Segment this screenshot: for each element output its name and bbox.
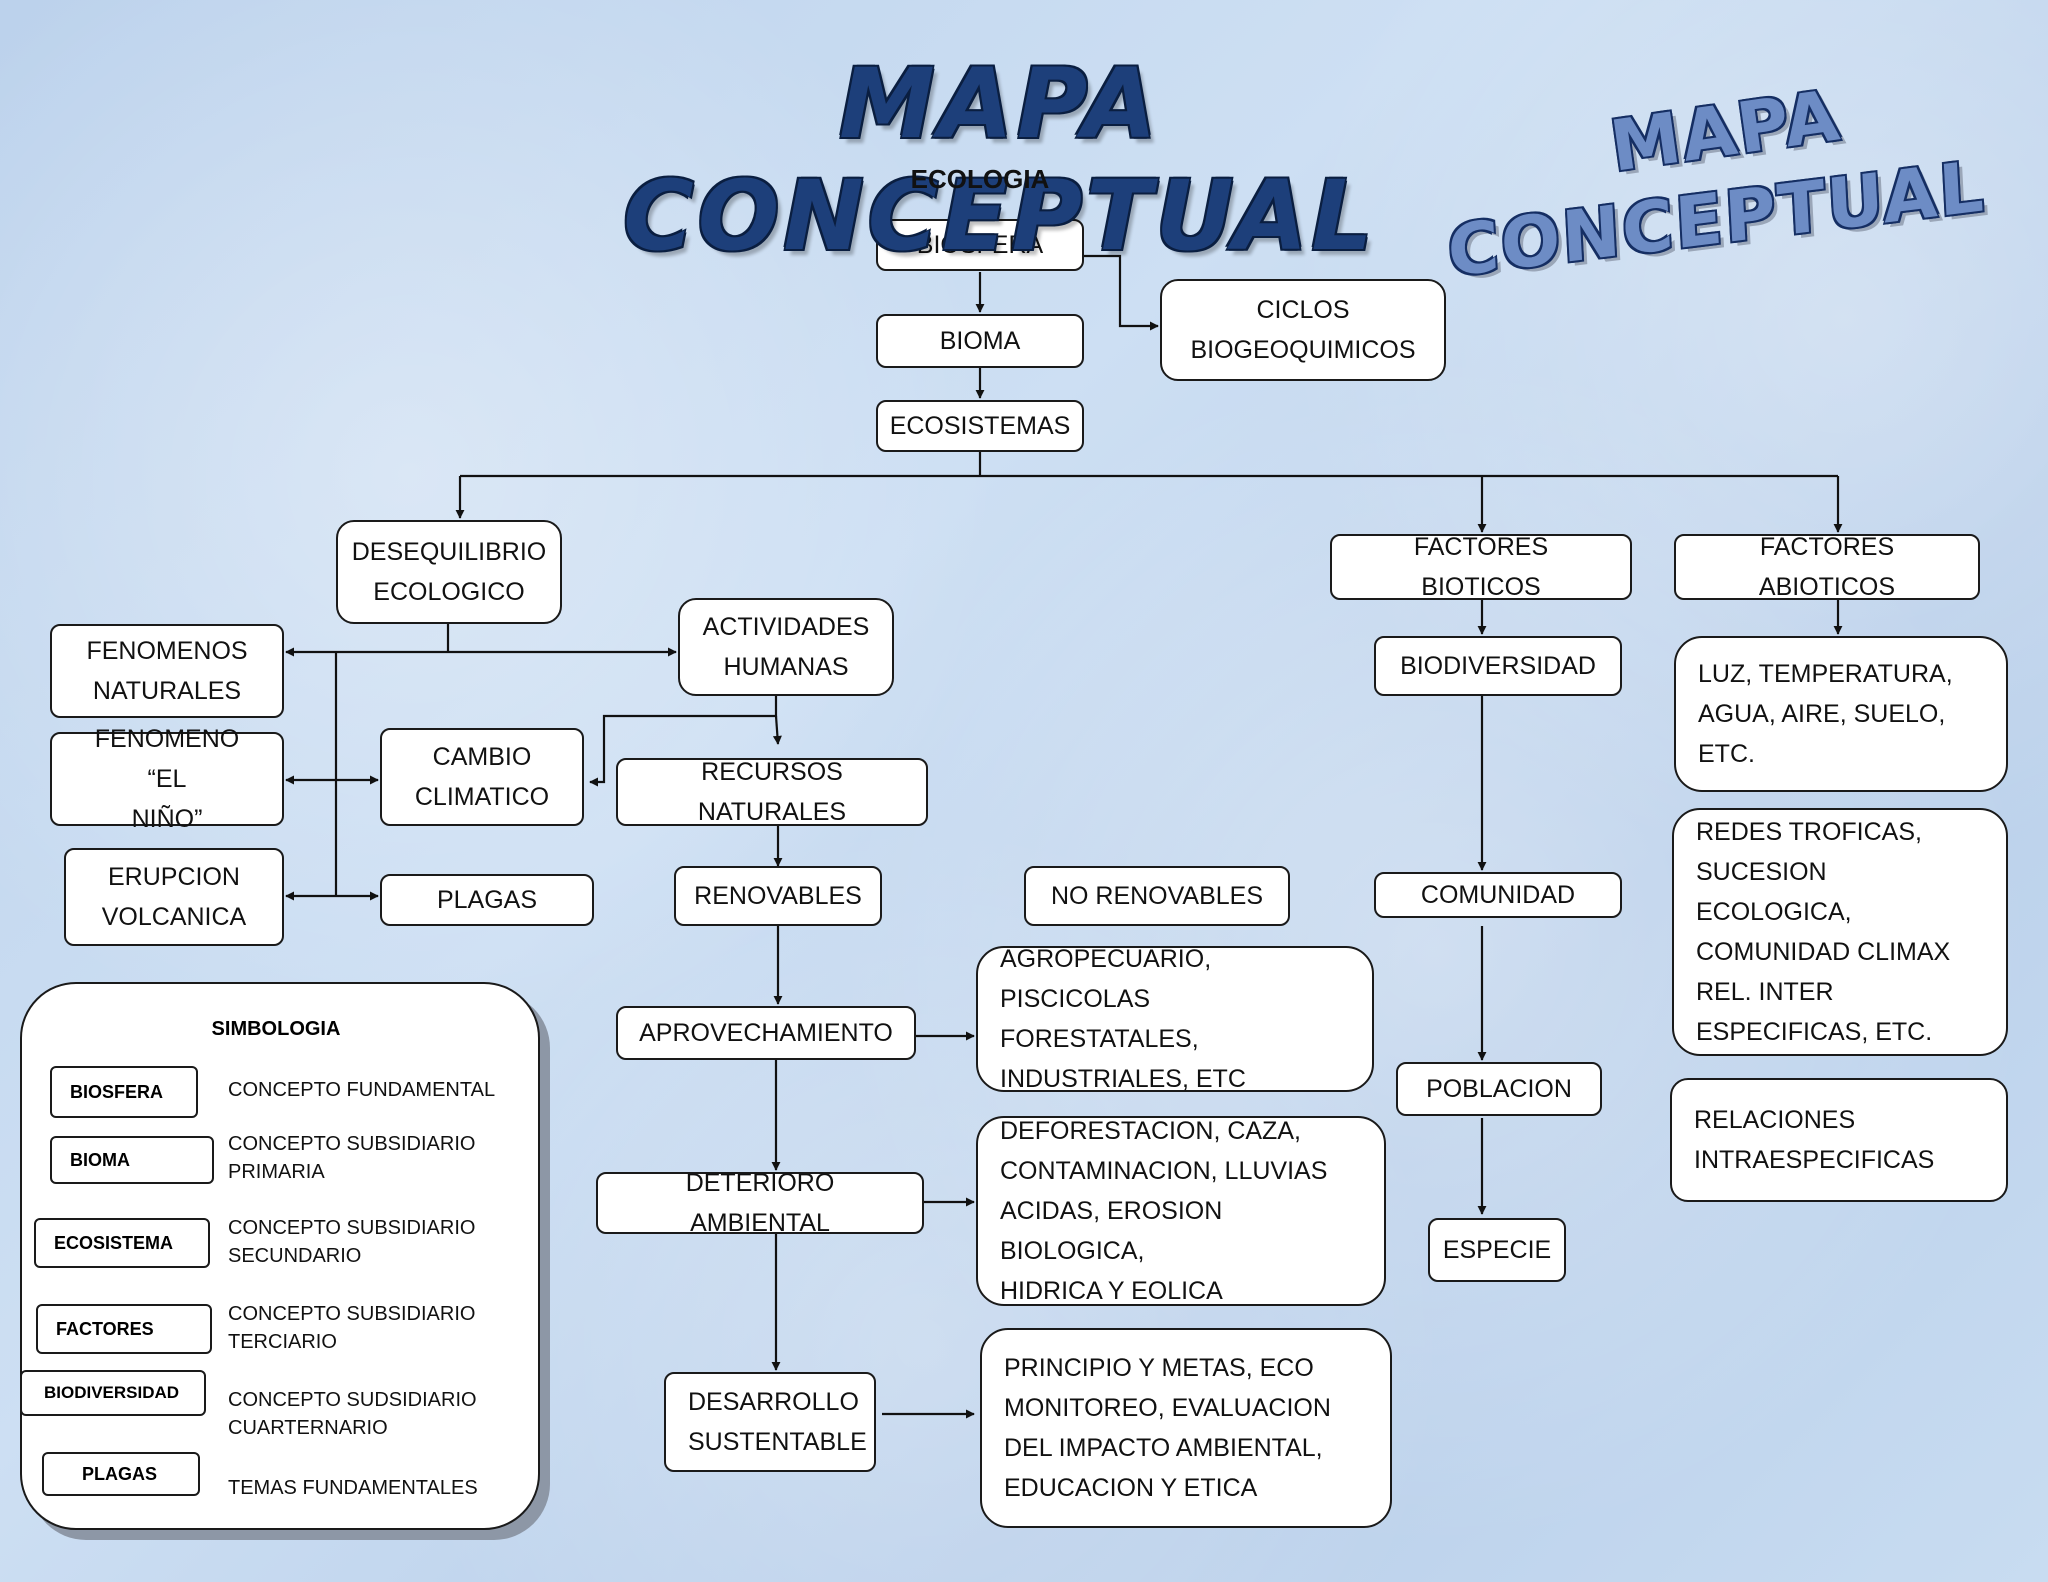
node-fenomeno-nino: FENOMENO “EL NIÑO” (50, 725, 284, 833)
legend-box-ecosistema: ECOSISTEMA (34, 1218, 210, 1268)
node-aprovechamiento: APROVECHAMIENTO (616, 1006, 916, 1060)
node-ciclos: CICLOS BIOGEOQUIMICOS (1160, 279, 1446, 381)
legend-desc-4: CONCEPTO SUBSIDIARIO TERCIARIO (228, 1303, 476, 1353)
node-biosfera: BIOSFERA (876, 219, 1084, 271)
node-luz-temperatura: LUZ, TEMPERATURA, AGUA, AIRE, SUELO, ETC… (1674, 636, 2008, 792)
node-cambio-climatico: CAMBIO CLIMATICO (380, 728, 584, 826)
node-fenomenos-naturales: FENOMENOS NATURALES (50, 624, 284, 718)
node-erupcion-volcanica: ERUPCION VOLCANICA (64, 848, 284, 946)
node-desarrollo-sustentable: DESARROLLO SUSTENTABLE (664, 1372, 876, 1472)
node-desequilibrio: DESEQUILIBRIO ECOLOGICO (336, 520, 562, 624)
node-poblacion: POBLACION (1396, 1062, 1602, 1116)
node-redes-troficas: REDES TROFICAS, SUCESION ECOLOGICA, COMU… (1672, 808, 2008, 1056)
legend-desc-1: CONCEPTO FUNDAMENTAL (228, 1079, 496, 1101)
node-relaciones: RELACIONES INTRAESPECIFICAS (1670, 1078, 2008, 1202)
node-factores-bioticos: FACTORES BIOTICOS (1330, 533, 1632, 601)
node-ecosistemas: ECOSISTEMAS (876, 400, 1084, 452)
node-principio-metas: PRINCIPIO Y METAS, ECO MONITOREO, EVALUA… (980, 1328, 1392, 1528)
node-no-renovables: NO RENOVABLES (1024, 866, 1290, 926)
legend-panel: SIMBOLOGIA BIOSFERA CONCEPTO FUNDAMENTAL… (20, 982, 540, 1530)
node-biodiversidad: BIODIVERSIDAD (1374, 636, 1622, 696)
node-agropecuario: AGROPECUARIO, PISCICOLAS FORESTATALES, I… (976, 945, 1374, 1093)
legend-desc-5: CONCEPTO SUDSIDIARIO CUARTERNARIO (228, 1389, 477, 1439)
arrow-to-recursos (772, 715, 782, 745)
legend-box-bioma: BIOMA (50, 1136, 214, 1184)
legend-desc-3: CONCEPTO SUBSIDIARIO SECUNDARIO (228, 1217, 476, 1267)
branch-actividades (589, 696, 778, 787)
node-recursos-naturales: RECURSOS NATURALES (616, 758, 928, 826)
node-renovables: RENOVABLES (674, 866, 882, 926)
legend-box-factores: FACTORES (36, 1304, 212, 1354)
legend-box-biodiversidad: BIODIVERSIDAD (20, 1370, 206, 1416)
node-especie: ESPECIE (1428, 1218, 1566, 1282)
wordart-logo: MAPA CONCEPTUAL (1430, 74, 2030, 300)
legend-box-biosfera: BIOSFERA (50, 1066, 198, 1118)
legend-desc-2: CONCEPTO SUBSIDIARIO PRIMARIA (228, 1133, 476, 1183)
node-deterioro-ambiental: DETERIORO AMBIENTAL (596, 1169, 924, 1237)
node-bioma: BIOMA (876, 314, 1084, 368)
page-title: MAPA CONCEPTUAL (623, 48, 1377, 272)
node-factores-abioticos: FACTORES ABIOTICOS (1674, 533, 1980, 601)
node-plagas: PLAGAS (380, 874, 594, 926)
node-actividades-humanas: ACTIVIDADES HUMANAS (678, 598, 894, 696)
node-deforestacion: DEFORESTACION, CAZA, CONTAMINACION, LLUV… (976, 1116, 1386, 1306)
arrow-biosfera-ciclos (1084, 254, 1159, 331)
node-comunidad: COMUNIDAD (1374, 872, 1622, 918)
legend-title: SIMBOLOGIA (211, 1018, 341, 1040)
legend-desc-6: TEMAS FUNDAMENTALES (228, 1477, 478, 1499)
legend-box-plagas: PLAGAS (42, 1452, 200, 1496)
map-subtitle: ECOLOGIA (910, 164, 1050, 194)
